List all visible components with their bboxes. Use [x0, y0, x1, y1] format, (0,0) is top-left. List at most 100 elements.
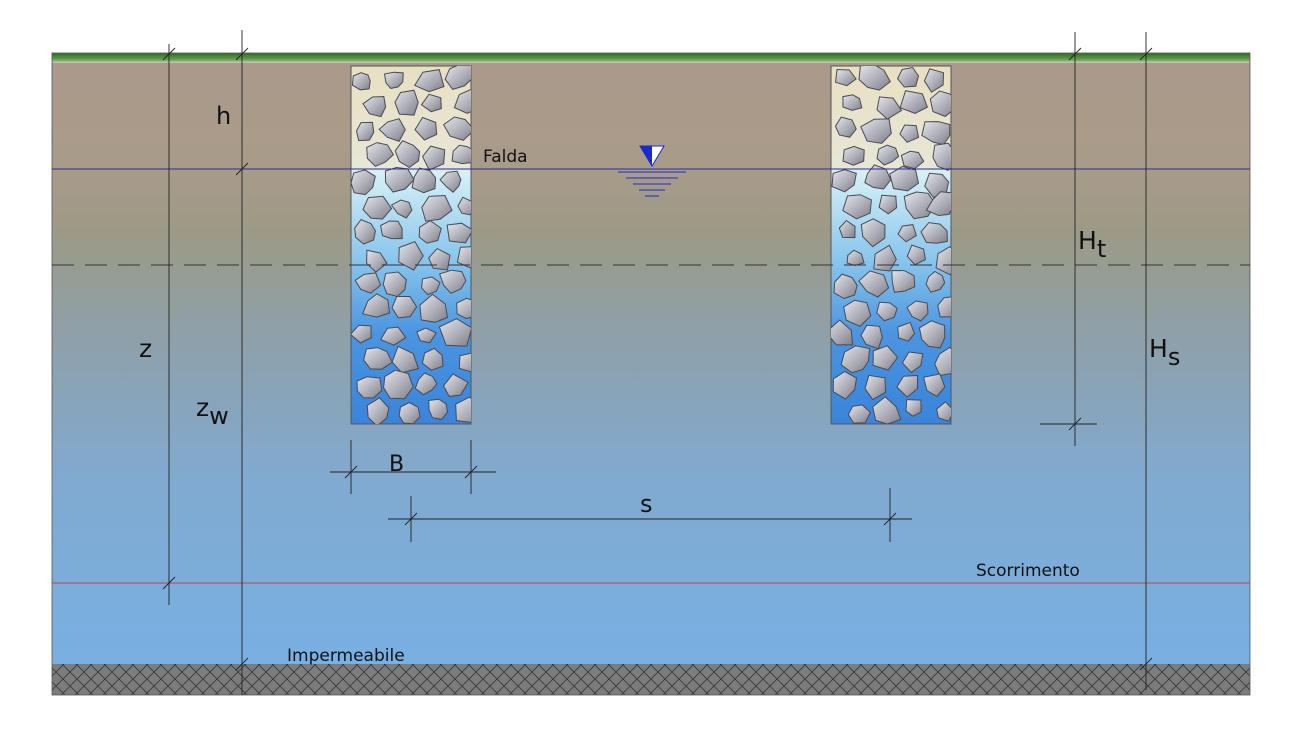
- stone: [438, 318, 471, 347]
- stone: [354, 218, 376, 245]
- impermeable-bedrock: [52, 664, 1250, 695]
- stone: [901, 351, 924, 374]
- stone: [872, 345, 899, 371]
- stone: [391, 345, 420, 374]
- stone: [363, 347, 393, 370]
- stone: [456, 246, 471, 269]
- stone: [362, 95, 387, 118]
- stone: [906, 244, 926, 266]
- label-s: s: [640, 490, 653, 518]
- stone: [925, 191, 951, 217]
- stone: [896, 374, 919, 398]
- stone: [458, 352, 471, 373]
- label-b: B: [389, 452, 404, 477]
- stone: [920, 222, 948, 244]
- stone: [442, 373, 469, 397]
- stone: [842, 194, 872, 220]
- stone: [937, 296, 951, 318]
- stone: [356, 376, 383, 399]
- stone: [935, 246, 951, 276]
- stone: [897, 224, 917, 243]
- label-ht: Ht: [1078, 226, 1106, 263]
- stone: [899, 90, 929, 114]
- stone: [860, 324, 883, 350]
- stone: [419, 293, 449, 323]
- stone: [382, 271, 407, 298]
- stone: [384, 166, 415, 193]
- stone: [842, 145, 865, 166]
- stone: [383, 71, 404, 89]
- stone: [421, 194, 453, 222]
- stone: [905, 399, 922, 417]
- label-zw: zw: [196, 393, 229, 430]
- stone: [906, 300, 929, 322]
- stone: [351, 169, 376, 196]
- stone: [932, 142, 951, 171]
- stone: [831, 169, 857, 193]
- stone: [842, 94, 863, 111]
- stone: [876, 144, 900, 166]
- stone: [421, 276, 441, 296]
- stone: [355, 121, 375, 142]
- stone: [858, 270, 890, 298]
- stone: [864, 374, 887, 401]
- stone: [451, 144, 471, 165]
- stone: [416, 327, 437, 344]
- stone-column-right: [830, 65, 952, 425]
- stone: [897, 321, 916, 342]
- stone: [354, 272, 382, 294]
- stone: [398, 240, 424, 271]
- stone: [834, 68, 857, 87]
- label-falda: Falda: [483, 147, 528, 167]
- stone: [414, 116, 438, 141]
- stone: [366, 397, 390, 424]
- stone: [422, 145, 446, 171]
- stone: [456, 297, 471, 320]
- stone: [439, 170, 462, 193]
- label-scorrimento: Scorrimento: [976, 561, 1080, 581]
- stone: [442, 116, 471, 141]
- stone: [383, 369, 414, 400]
- stone: [847, 404, 872, 424]
- stone: [832, 370, 858, 400]
- stone: [446, 222, 471, 244]
- stone: [428, 398, 449, 420]
- stone: [860, 118, 892, 144]
- stone: [394, 140, 421, 169]
- stone: [351, 324, 372, 344]
- stone: [918, 320, 946, 349]
- stone: [864, 164, 892, 190]
- stone: [421, 347, 444, 371]
- stone: [457, 196, 471, 216]
- stone: [924, 172, 950, 199]
- stone: [899, 124, 920, 143]
- stone: [897, 66, 920, 88]
- stone: [934, 346, 951, 377]
- stone: [362, 293, 391, 318]
- stone: [876, 301, 898, 322]
- stone: [872, 396, 902, 424]
- stone: [833, 273, 858, 300]
- stone: [394, 89, 419, 116]
- label-h: h: [216, 102, 231, 130]
- dimension-lines: [162, 30, 1153, 695]
- stone: [834, 116, 857, 138]
- stone: [414, 372, 438, 396]
- label-z: z: [139, 334, 152, 363]
- stone: [362, 195, 393, 220]
- stone: [889, 165, 920, 192]
- stone: [444, 66, 471, 90]
- stone: [936, 401, 951, 422]
- stone: [876, 96, 903, 120]
- stone: [923, 68, 945, 93]
- stone: [925, 270, 946, 293]
- stone: [921, 121, 951, 146]
- stone: [453, 88, 471, 114]
- stone: [378, 118, 406, 143]
- stone: [418, 219, 442, 244]
- stone: [843, 299, 872, 327]
- water-table-icon: [618, 145, 686, 197]
- stone: [923, 373, 946, 398]
- label-hs: Hs: [1149, 334, 1180, 371]
